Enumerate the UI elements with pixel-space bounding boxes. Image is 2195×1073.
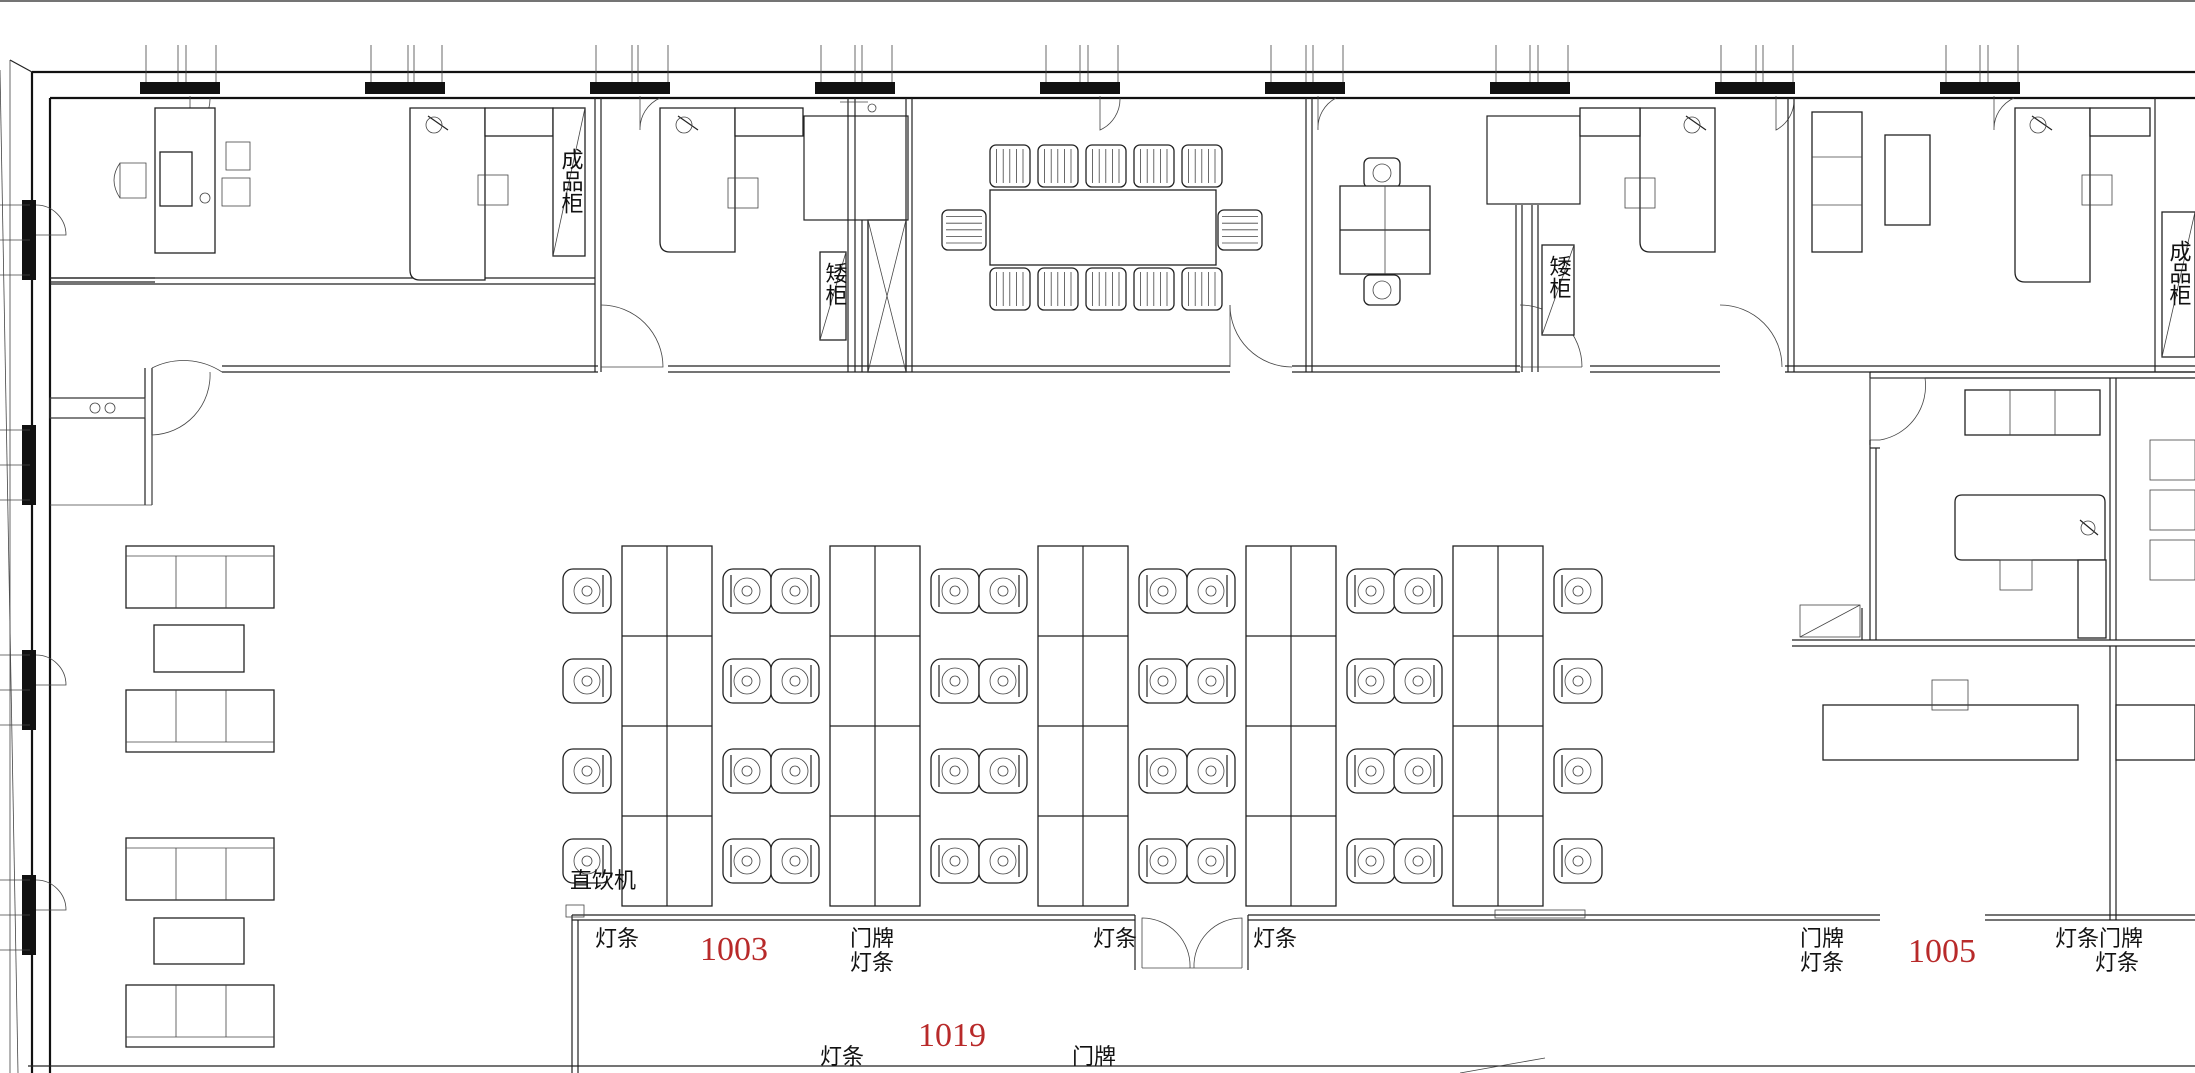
doorplate-label-2: 门牌 — [1800, 927, 1844, 952]
desk-chair — [770, 568, 820, 614]
light-strip-label-5: 灯条 — [1800, 951, 1844, 976]
desk-chair — [562, 568, 612, 614]
interior-doors — [600, 304, 1783, 368]
desk-chair — [978, 658, 1028, 704]
desk-chair — [1186, 658, 1236, 704]
desk-chair — [978, 748, 1028, 794]
light-strip-label-2: 灯条 — [850, 951, 894, 976]
meeting-chair — [1217, 209, 1263, 251]
desk-chair — [1346, 838, 1396, 884]
light-strip-label-4: 灯条 — [1253, 927, 1297, 952]
office-chair — [1363, 274, 1401, 306]
workstation-cluster — [770, 545, 980, 907]
desk-chair — [930, 748, 980, 794]
cabinet-label-1: 成品柜 — [558, 148, 584, 214]
room-number-1005: 1005 — [1908, 933, 1976, 970]
desk-chair — [1138, 568, 1188, 614]
office-chair — [1363, 157, 1401, 189]
lounge-sofas — [125, 545, 275, 1048]
meeting-chair — [1133, 144, 1175, 188]
light-strip-label-3: 灯条 — [1093, 927, 1137, 952]
desk-chair — [770, 658, 820, 704]
interior-partitions — [49, 98, 2195, 1073]
desk-chair — [1186, 748, 1236, 794]
desk-chair — [562, 838, 612, 884]
meeting-chair — [989, 144, 1031, 188]
desk-chair — [1346, 568, 1396, 614]
left-wall-units — [0, 200, 67, 955]
desk-chair — [930, 568, 980, 614]
desk-chair — [978, 838, 1028, 884]
meeting-chair — [1085, 144, 1127, 188]
desk-chair — [1393, 838, 1443, 884]
desk-chair — [722, 568, 772, 614]
desk-chair — [930, 838, 980, 884]
light-strip-label-1: 灯条 — [595, 927, 639, 952]
room-number-1003: 1003 — [700, 931, 768, 968]
plan-labels: 成品柜 矮柜 矮柜 成品柜 直饮机 灯条 门牌 灯条 灯条 灯条 门牌 灯条 灯… — [558, 148, 2192, 1070]
desk-chair — [722, 838, 772, 884]
desk-chair — [562, 658, 612, 704]
meeting-chair — [1085, 267, 1127, 311]
desk-chair — [722, 658, 772, 704]
cabinet-label-2: 矮柜 — [822, 262, 848, 306]
light-strip-label-7: 灯条 — [820, 1045, 864, 1070]
doorplate-label-1: 门牌 — [850, 927, 894, 952]
desk-chair — [1138, 748, 1188, 794]
water-dispenser-label: 直饮机 — [570, 869, 636, 894]
office-furniture — [113, 107, 2195, 761]
workstation-cluster — [1186, 545, 1396, 907]
desk-chair — [1138, 658, 1188, 704]
light-strip-label-6: 灯条 — [2095, 951, 2139, 976]
desk-chair — [978, 568, 1028, 614]
desk-chair — [1553, 658, 1603, 704]
meeting-chairs — [941, 144, 1401, 311]
meeting-chair — [1037, 267, 1079, 311]
meeting-chair — [1133, 267, 1175, 311]
desk-chair — [1186, 838, 1236, 884]
desk-chair — [1553, 838, 1603, 884]
desk-chair — [1138, 838, 1188, 884]
meeting-chair — [1037, 144, 1079, 188]
desk-chair — [770, 748, 820, 794]
workstation-cluster — [1393, 545, 1603, 907]
top-window-bays — [140, 45, 2020, 131]
light-strip-doorplate-label: 灯条门牌 — [2055, 927, 2143, 952]
meeting-chair — [941, 209, 987, 251]
desk-chair — [770, 838, 820, 884]
desk-chair — [1346, 658, 1396, 704]
cabinet-label-4: 成品柜 — [2166, 240, 2192, 306]
desk-chair — [1553, 748, 1603, 794]
doorplate-label-3: 门牌 — [1072, 1045, 1116, 1070]
desk-chair — [1346, 748, 1396, 794]
meeting-chair — [1181, 144, 1223, 188]
workstation-cluster — [562, 545, 772, 907]
desk-chair — [1553, 568, 1603, 614]
room-number-1019: 1019 — [918, 1017, 986, 1054]
desk-chair — [722, 748, 772, 794]
desk-chair — [1186, 568, 1236, 614]
workstation-area — [562, 545, 1603, 907]
desk-chair — [1393, 748, 1443, 794]
desk-chair — [1393, 658, 1443, 704]
workstation-cluster — [978, 545, 1188, 907]
meeting-chair — [989, 267, 1031, 311]
desk-chair — [930, 658, 980, 704]
meeting-chair — [1181, 267, 1223, 311]
desk-chair — [1393, 568, 1443, 614]
desk-chair — [562, 748, 612, 794]
cabinet-label-3: 矮柜 — [1546, 255, 1572, 299]
